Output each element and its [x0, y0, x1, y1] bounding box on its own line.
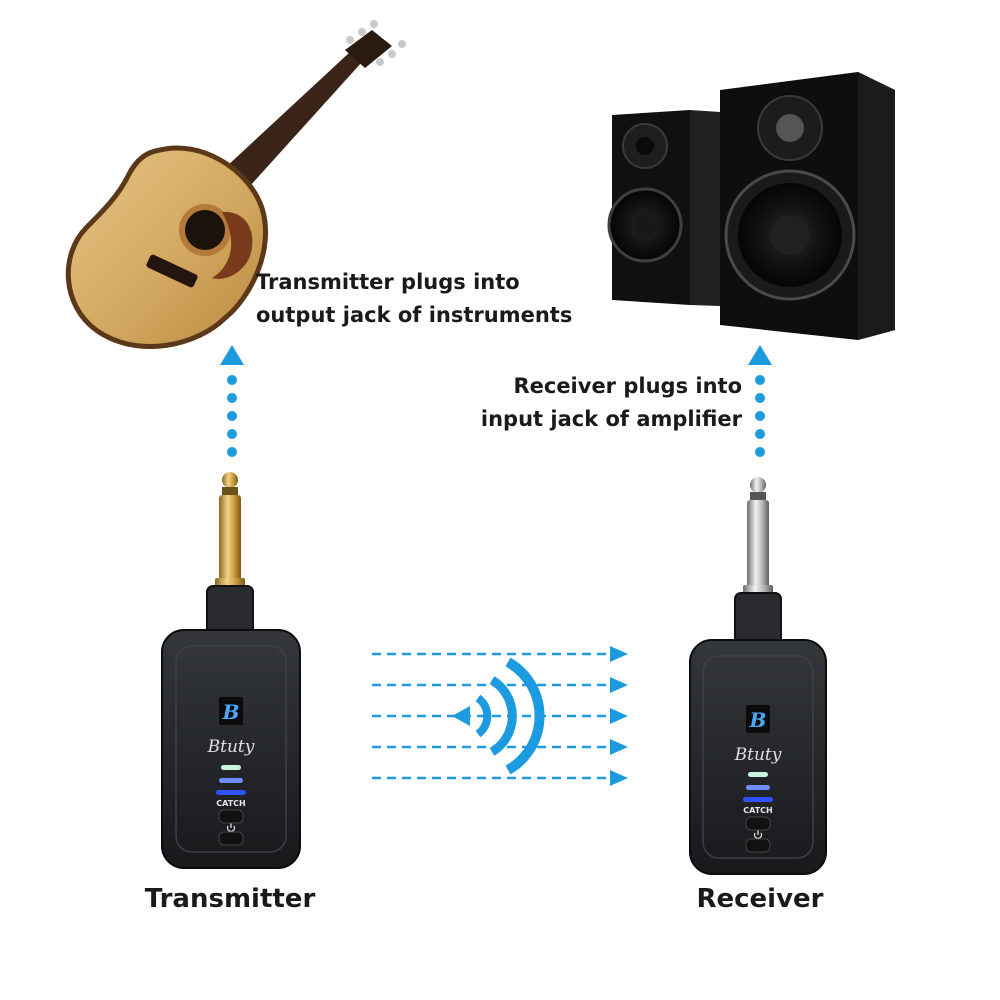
receiver-caption: Receiver plugs into input jack of amplif… — [470, 370, 742, 436]
transmitter-led-green — [221, 765, 241, 770]
transmitter-body — [161, 629, 301, 869]
receiver-brand-text: Btuty — [734, 745, 782, 765]
guitar-pickguard — [212, 211, 253, 279]
transmitter-caption-line: Transmitter plugs into — [256, 270, 520, 294]
receiver-logo-screen — [746, 705, 770, 733]
signal-arrowheads — [610, 646, 628, 786]
guitar-headstock — [345, 30, 392, 68]
transmitter-catch-button[interactable] — [218, 809, 244, 824]
transmitter-brand-text: Btuty — [207, 737, 255, 757]
arrow-up-icon — [748, 345, 772, 457]
guitar-sound-hole — [185, 210, 225, 250]
signal-arrows — [372, 652, 612, 780]
guitar-bridge — [146, 254, 198, 288]
transmitter-caption: Transmitter plugs into output jack of in… — [256, 266, 576, 332]
wireless-signal-icon — [452, 657, 545, 775]
speaker-right — [720, 72, 895, 340]
speakers-image — [607, 72, 895, 340]
receiver-power-button[interactable] — [745, 838, 771, 853]
acoustic-guitar-image — [65, 20, 406, 350]
transmitter-logo-letter: B — [222, 700, 240, 724]
receiver-catch-label: CATCH — [743, 806, 772, 815]
transmitter-plug — [219, 495, 241, 585]
receiver-led-green — [748, 772, 768, 777]
receiver-plug — [747, 500, 769, 592]
transmitter-title: Transmitter — [144, 884, 316, 914]
receiver-device: B Btuty CATCH — [689, 477, 827, 875]
power-icon — [753, 830, 763, 839]
transmitter-power-button[interactable] — [218, 831, 244, 846]
receiver-body — [689, 639, 827, 875]
speaker-left — [607, 110, 720, 306]
receiver-title: Receiver — [696, 884, 824, 914]
transmitter-led-blue-1 — [219, 778, 243, 783]
transmitter-caption-line: output jack of instruments — [256, 303, 573, 327]
receiver-catch-button[interactable] — [745, 816, 771, 831]
transmitter-logo-screen — [219, 697, 243, 725]
receiver-led-blue-1 — [746, 785, 770, 790]
receiver-led-blue-2 — [743, 797, 773, 802]
arrow-up-icon — [220, 345, 244, 457]
guitar-body — [65, 145, 269, 350]
receiver-caption-line: input jack of amplifier — [480, 407, 742, 431]
transmitter-device: B Btuty CATCH — [161, 472, 301, 869]
transmitter-catch-label: CATCH — [216, 799, 245, 808]
receiver-logo-letter: B — [749, 708, 767, 732]
power-icon — [226, 823, 236, 832]
receiver-caption-line: Receiver plugs into — [513, 374, 742, 398]
transmitter-led-blue-2 — [216, 790, 246, 795]
